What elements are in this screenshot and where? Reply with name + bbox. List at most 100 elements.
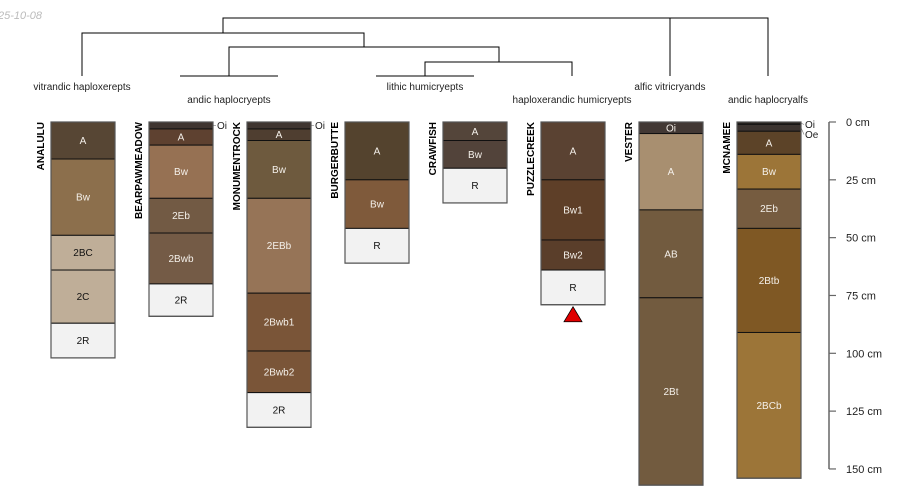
horizon-label: 2BCb [756, 401, 781, 412]
taxon-label: andic haplocryalfs [728, 95, 808, 106]
profile-name: PUZZLECREEK [526, 121, 537, 196]
horizon-label: Bw2 [563, 250, 583, 261]
horizon [344, 121, 410, 181]
horizon [442, 140, 508, 169]
horizon-label: 2Bwb1 [264, 318, 295, 329]
axis-tick-label: 50 cm [846, 233, 876, 245]
horizon-label: R [569, 283, 576, 294]
horizon-label: 2Eb [172, 211, 190, 222]
horizon [246, 350, 312, 394]
horizon-label: A [668, 167, 675, 178]
horizon-label: A [276, 130, 283, 141]
horizon [344, 227, 410, 264]
horizon-label: Bw [272, 165, 287, 176]
horizon-label: Bw [370, 200, 385, 211]
horizon [148, 121, 214, 130]
horizon [148, 283, 214, 317]
horizon-label: Bw1 [563, 205, 583, 216]
horizon [246, 292, 312, 352]
horizon-label: AB [664, 249, 678, 260]
taxon-label: lithic humicryepts [387, 82, 464, 93]
horizon [50, 234, 116, 271]
horizon-label: A [472, 127, 479, 138]
horizon [50, 121, 116, 160]
horizon-label: A [570, 146, 577, 157]
horizon [148, 197, 214, 234]
horizon-label: R [471, 181, 478, 192]
taxon-label: andic haplocryepts [187, 95, 270, 106]
horizon-label: Oe [805, 130, 819, 141]
axis-tick-label: 0 cm [846, 117, 870, 129]
profile-outline [736, 121, 802, 479]
horizon-label: 2R [77, 336, 90, 347]
horizon-label: 2R [175, 296, 188, 307]
horizon-label: 2Bwb2 [264, 367, 295, 378]
horizon-label: Bw [468, 150, 483, 161]
dendrogram [81, 17, 769, 77]
profile-name: CRAWFISH [428, 122, 439, 175]
horizon [638, 297, 704, 486]
profile-name: MONUMENTROCK [232, 121, 243, 210]
horizon [736, 188, 802, 229]
axis-tick-label: 150 cm [846, 464, 882, 476]
horizon-label: 2R [273, 405, 286, 416]
axis-tick-label: 25 cm [846, 175, 876, 187]
horizon-label: A [374, 146, 381, 157]
horizon [638, 133, 704, 211]
horizon-label: A [80, 136, 87, 147]
horizon-label: 2Bwb [168, 254, 193, 265]
horizon [246, 197, 312, 294]
dendrogram-branch [424, 61, 573, 76]
horizon-label: Oi [666, 123, 676, 134]
date-label: 25-10-08 [0, 10, 43, 22]
dendrogram-branch [222, 17, 769, 76]
horizon [50, 322, 116, 359]
horizon [246, 392, 312, 428]
truncation-triangle-icon [563, 305, 583, 323]
dendrogram-branch [228, 46, 500, 76]
profile-name: BURGERBUTTE [330, 122, 341, 199]
profile-name: BEARPAWMEADOW [134, 121, 145, 219]
axis-tick-label: 125 cm [846, 406, 882, 418]
horizon-label: A [766, 138, 773, 149]
horizon-label: Bw [174, 167, 189, 178]
horizon-label: R [373, 241, 380, 252]
profile-outline [442, 121, 508, 204]
soil-profile: BEARPAWMEADOW OiA Bw 2Eb 2Bwb 2R [134, 121, 227, 317]
depth-axis: 0 cm 25 cm 50 cm 75 cm 100 cm 125 cm 150 cm [828, 117, 882, 476]
horizon-label: Bw [76, 193, 91, 204]
horizon-label: 2BC [73, 248, 92, 259]
horizon [148, 144, 214, 199]
soil-profile: CRAWFISH A BwR [428, 121, 508, 204]
profile-name: VESTER [624, 121, 635, 162]
horizon [540, 269, 606, 306]
horizon-label: 2Eb [760, 204, 778, 215]
dendrogram-branch [81, 32, 365, 76]
horizon-label: Oi [315, 121, 325, 132]
profile-outline [540, 121, 606, 306]
profile-outline [246, 121, 312, 428]
horizon-label: 2C [77, 292, 90, 303]
horizon-label: A [178, 133, 185, 144]
soil-profile: ANALULU A Bw 2BC 2C 2R [36, 121, 116, 359]
horizon-label: Oi [217, 121, 227, 132]
horizon [246, 121, 312, 130]
profile-name: ANALULU [36, 122, 47, 170]
horizon [736, 123, 802, 132]
horizon-label: Oi [805, 120, 815, 131]
profile-name: MCNAMEE [722, 122, 733, 174]
taxon-label: alfic vitricryands [634, 82, 705, 93]
profile-outline [344, 121, 410, 264]
axis-tick-label: 75 cm [846, 290, 876, 302]
axis-tick-label: 100 cm [846, 348, 882, 360]
taxon-label: haploxerandic humicryepts [513, 95, 632, 106]
horizon [246, 140, 312, 199]
soil-profile: BURGERBUTTE A BwR [330, 121, 410, 264]
horizon-label: Bw [762, 167, 777, 178]
profile-outline [148, 121, 214, 317]
